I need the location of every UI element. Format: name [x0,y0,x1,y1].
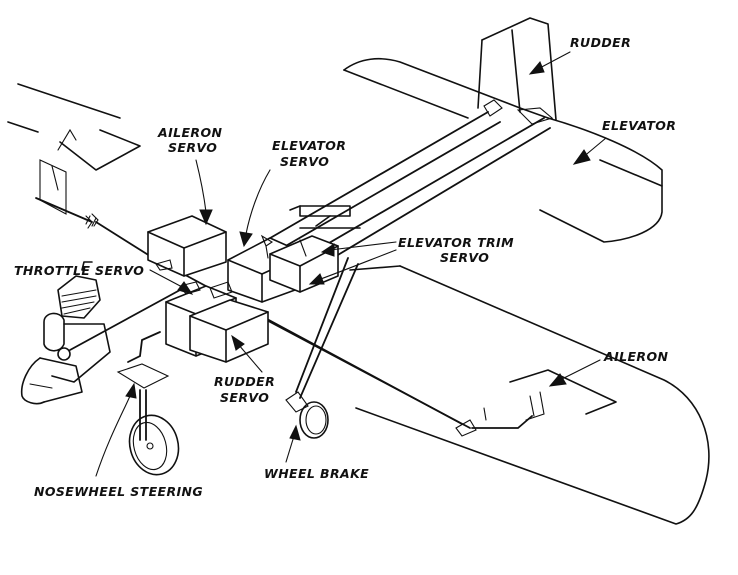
nosewheel-steering-label: NOSEWHEEL STEERING [34,484,203,499]
break-mark [85,215,97,227]
elevator-label: ELEVATOR [602,118,676,133]
elevator-trim-label-line2: SERVO [440,250,489,265]
rudder-servo-label-line1: RUDDER [214,374,275,389]
right-wing [349,265,710,525]
rudder-servo [189,281,269,363]
rudder-label: RUDDER [570,35,631,50]
tail-horns [483,99,554,125]
horizontal-stabilizer [343,57,663,243]
label-throttle-servo: THROTTLE SERVO [14,263,194,295]
vertical-fin [477,17,557,121]
label-elevator: ELEVATOR [572,118,676,165]
elevator-trim-label-line1: ELEVATOR TRIM [398,235,514,250]
aileron-servo-label-line2: SERVO [168,140,217,155]
label-aileron: AILERON [548,349,668,387]
throttle-servo-label: THROTTLE SERVO [14,263,144,278]
label-elevator-servo: ELEVATOR SERVO [239,138,346,248]
aileron-label: AILERON [603,349,668,364]
label-rudder-servo: RUDDER SERVO [214,334,275,405]
wheel-brake-label: WHEEL BRAKE [264,466,369,481]
servo-tray [289,205,361,229]
label-rudder: RUDDER [528,35,631,75]
label-elevator-trim-servo: ELEVATOR TRIM SERVO [308,235,514,285]
left-wing [7,83,151,257]
aileron-servo [147,215,227,277]
elevator-servo-label-line1: ELEVATOR [272,138,346,153]
rudder-servo-label-line2: SERVO [220,390,269,405]
label-aileron-servo: AILERON SERVO [157,125,222,226]
engine [20,261,181,405]
label-wheel-brake: WHEEL BRAKE [264,424,369,481]
aileron-servo-label-line1: AILERON [157,125,222,140]
nosewheel [116,331,180,476]
elevator-servo-label-line2: SERVO [280,154,329,169]
label-nosewheel-steering: NOSEWHEEL STEERING [34,382,203,499]
main-gear [285,257,359,439]
